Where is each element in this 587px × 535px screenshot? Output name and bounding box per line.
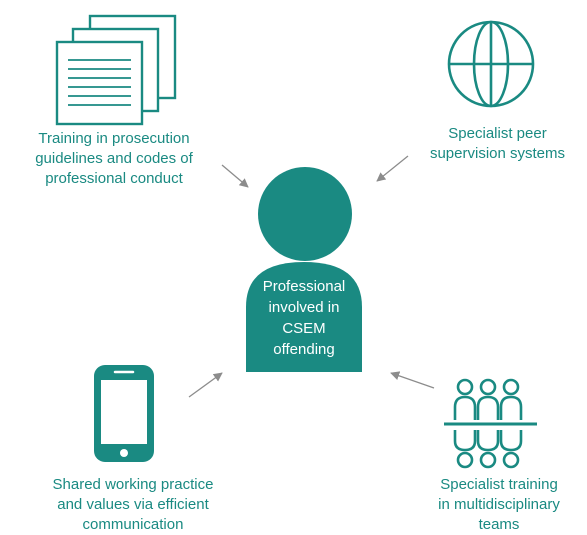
team-meeting-icon [444, 378, 537, 469]
top-left-label: Training in prosecution guidelines and c… [35, 130, 193, 187]
center-label: Professional involved in CSEM offending [262, 278, 346, 358]
arrow-top-right [376, 155, 409, 182]
arrow-bottom-right [390, 371, 435, 389]
person-silhouette-icon [246, 167, 362, 372]
bottom-left-label: Shared working practice and values via e… [52, 476, 214, 533]
smartphone-icon [94, 365, 154, 462]
bottom-right-label: Specialist training in multidisciplinary… [438, 476, 560, 533]
globe-icon [447, 20, 535, 108]
top-right-label: Specialist peer supervision systems [429, 125, 566, 162]
arrow-top-left [221, 164, 249, 188]
documents-icon [55, 14, 177, 126]
arrow-bottom-left [188, 372, 223, 398]
